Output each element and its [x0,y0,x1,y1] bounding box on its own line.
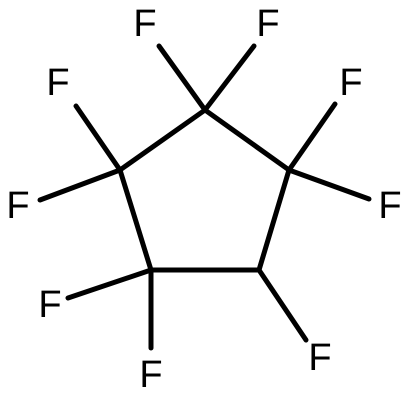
atom-label-f2: F [256,3,279,45]
atom-label-f9: F [46,62,69,104]
ring-bond-c2-c3 [256,167,292,273]
atom-label-f3: F [339,62,362,104]
bond-c4-f7 [65,267,154,301]
atom-label-f7: F [38,284,61,326]
bond-c3-f5 [256,267,309,343]
atom-label-f6: F [139,354,162,396]
atom-label-f1: F [133,3,156,45]
atom-label-f8: F [6,185,29,227]
bond-c2-f4 [286,167,372,202]
ring-bond-c1-c2 [202,107,292,173]
ring-bond-c4-c5 [117,167,154,273]
ring-bond-c5-c1 [117,107,208,173]
bond-c5-f8 [37,167,123,203]
bond-c5-f9 [73,103,123,173]
atom-label-f5: F [308,337,331,379]
bond-c2-f3 [286,101,338,173]
bond-c1-f1 [156,43,208,113]
bond-c1-f2 [202,43,257,113]
atom-label-f4: F [378,185,401,227]
